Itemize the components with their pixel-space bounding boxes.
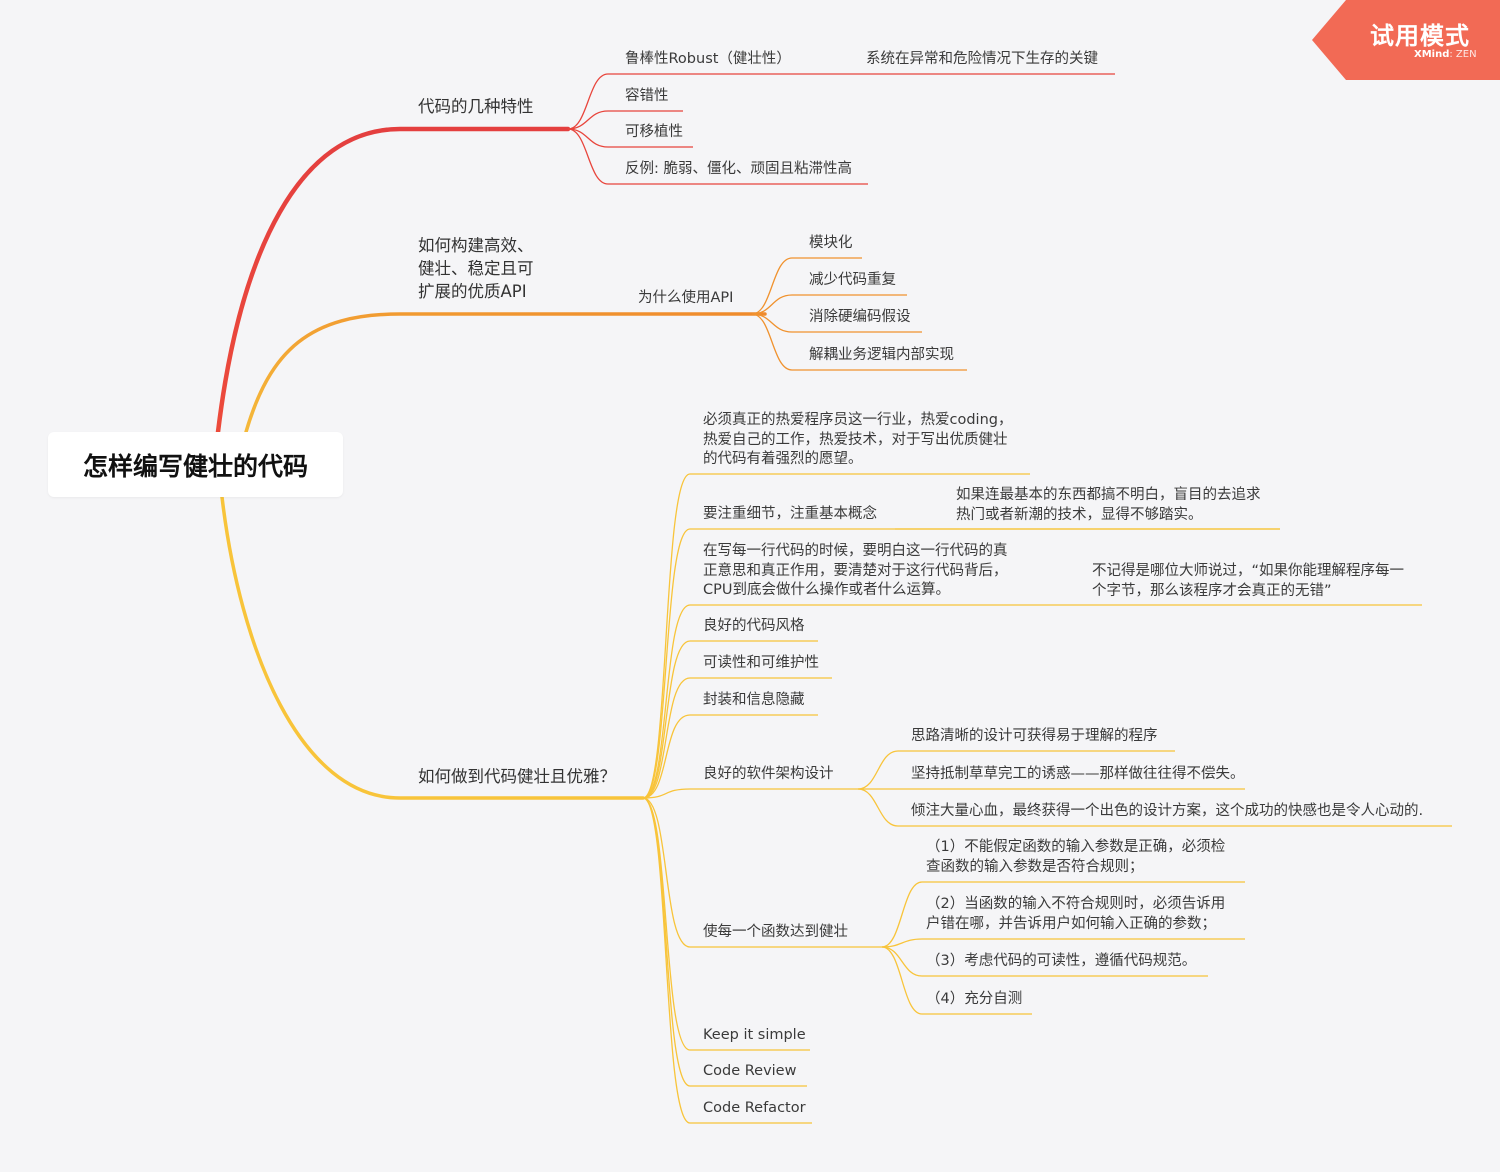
node-reduce-duplication[interactable]: 减少代码重复 (809, 272, 896, 288)
node-func-readability[interactable]: （3）考虑代码的可读性，遵循代码规范。 (926, 953, 1197, 969)
quote-line-2: 个字节，那么该程序才会真正的无错” (1092, 582, 1332, 599)
each-line-3: CPU到底会做什么操作或者什么运算。 (703, 582, 950, 598)
node-keep-it-simple[interactable]: Keep it simple (703, 1027, 806, 1043)
branch-2-curve (244, 312, 767, 434)
node-master-quote[interactable]: 不记得是哪位大师说过，“如果你能理解程序每一 个字节，那么该程序才会真正的无错” (1092, 562, 1404, 601)
node-portability[interactable]: 可移植性 (625, 124, 683, 140)
node-arch-clear-design[interactable]: 思路清晰的设计可获得易于理解的程序 (911, 728, 1158, 744)
node-focus-details[interactable]: 要注重细节，注重基本概念 (703, 506, 877, 522)
branch-3-curve (220, 495, 645, 800)
node-readability[interactable]: 可读性和可维护性 (703, 655, 819, 671)
root-topic[interactable]: 怎样编写健壮的代码 (48, 432, 343, 497)
love-line-1: 必须真正的热爱程序员这一行业，热爱coding， (703, 412, 1013, 428)
node-robust-functions[interactable]: 使每一个函数达到健壮 (703, 924, 848, 940)
node-robust-detail[interactable]: 系统在异常和危险情况下生存的关键 (866, 51, 1098, 67)
node-code-review[interactable]: Code Review (703, 1063, 797, 1079)
details-note-line-1: 如果连最基本的东西都搞不明白，盲目的去追求 (956, 487, 1261, 503)
each-line-2: 正意思和真正作用，要清楚对于这行代码背后， (703, 562, 1008, 579)
func-1-line-2: 查函数的输入参数是否符合规则； (926, 858, 1144, 875)
node-func-validate-input[interactable]: （1）不能假定函数的输入参数是正确，必须检 查函数的输入参数是否符合规则； (926, 838, 1225, 877)
node-architecture[interactable]: 良好的软件架构设计 (703, 766, 834, 782)
node-focus-details-note[interactable]: 如果连最基本的东西都搞不明白，盲目的去追求 热门或者新潮的技术，显得不够踏实。 (956, 486, 1261, 525)
node-arch-effort[interactable]: 倾注大量心血，最终获得一个出色的设计方案，这个成功的快感也是令人心动的. (911, 803, 1424, 819)
node-encapsulation[interactable]: 封装和信息隐藏 (703, 692, 805, 708)
node-func-self-test[interactable]: （4）充分自测 (926, 991, 1023, 1007)
node-love-programming[interactable]: 必须真正的热爱程序员这一行业，热爱coding， 热爱自己的工作，热爱技术，对于… (703, 411, 1012, 470)
xmind-brand: XMind: ZEN (1414, 49, 1477, 60)
quote-line-1: 不记得是哪位大师说过，“如果你能理解程序每一 (1092, 563, 1405, 579)
trial-mode-badge[interactable]: 试用模式 XMind: ZEN (1312, 0, 1500, 80)
node-decouple-logic[interactable]: 解耦业务逻辑内部实现 (809, 347, 954, 363)
branch-api-design[interactable]: 如何构建高效、 健壮、稳定且可 扩展的优质API (418, 234, 534, 303)
node-understand-each-line[interactable]: 在写每一行代码的时候，要明白这一行代码的真 正意思和真正作用，要清楚对于这行代码… (703, 542, 1008, 601)
node-modular[interactable]: 模块化 (809, 235, 853, 251)
node-code-refactor[interactable]: Code Refactor (703, 1100, 806, 1116)
branch-api-line-3: 扩展的优质API (418, 282, 527, 301)
details-note-line-2: 热门或者新潮的技术，显得不够踏实。 (956, 506, 1203, 523)
node-func-report-error[interactable]: （2）当函数的输入不符合规则时，必须告诉用 户错在哪，并告诉用户如何输入正确的参… (926, 895, 1225, 934)
node-remove-hardcode[interactable]: 消除硬编码假设 (809, 309, 911, 325)
node-code-style[interactable]: 良好的代码风格 (703, 618, 805, 634)
func-2-line-1: （2）当函数的输入不符合规则时，必须告诉用 (926, 896, 1226, 912)
branch-1-curve (215, 126, 571, 435)
love-line-3: 的代码有着强烈的愿望。 (703, 451, 863, 467)
func-2-line-2: 户错在哪，并告诉用户如何输入正确的参数； (926, 915, 1216, 932)
root-title: 怎样编写健壮的代码 (82, 451, 308, 481)
trial-mode-label: 试用模式 (1370, 22, 1470, 50)
love-line-2: 热爱自己的工作，热爱技术，对于写出优质健壮 (703, 431, 1008, 448)
node-counter-example[interactable]: 反例: 脆弱、僵化、顽固且粘滞性高 (625, 161, 852, 177)
branch-code-characteristics[interactable]: 代码的几种特性 (418, 97, 534, 116)
node-robust[interactable]: 鲁棒性Robust（健壮性） (625, 51, 791, 67)
func-1-line-1: （1）不能假定函数的输入参数是正确，必须检 (926, 839, 1226, 855)
node-arch-resist-rush[interactable]: 坚持抵制草草完工的诱惑——那样做往往得不偿失。 (911, 766, 1245, 782)
each-line-1: 在写每一行代码的时候，要明白这一行代码的真 (703, 543, 1008, 559)
branch-api-line-2: 健壮、稳定且可 (418, 259, 534, 278)
node-why-api[interactable]: 为什么使用API (638, 290, 734, 306)
branch-api-line-1: 如何构建高效、 (418, 236, 534, 255)
node-fault-tolerance[interactable]: 容错性 (625, 88, 669, 104)
branch-robust-elegant[interactable]: 如何做到代码健壮且优雅？ (418, 767, 616, 786)
